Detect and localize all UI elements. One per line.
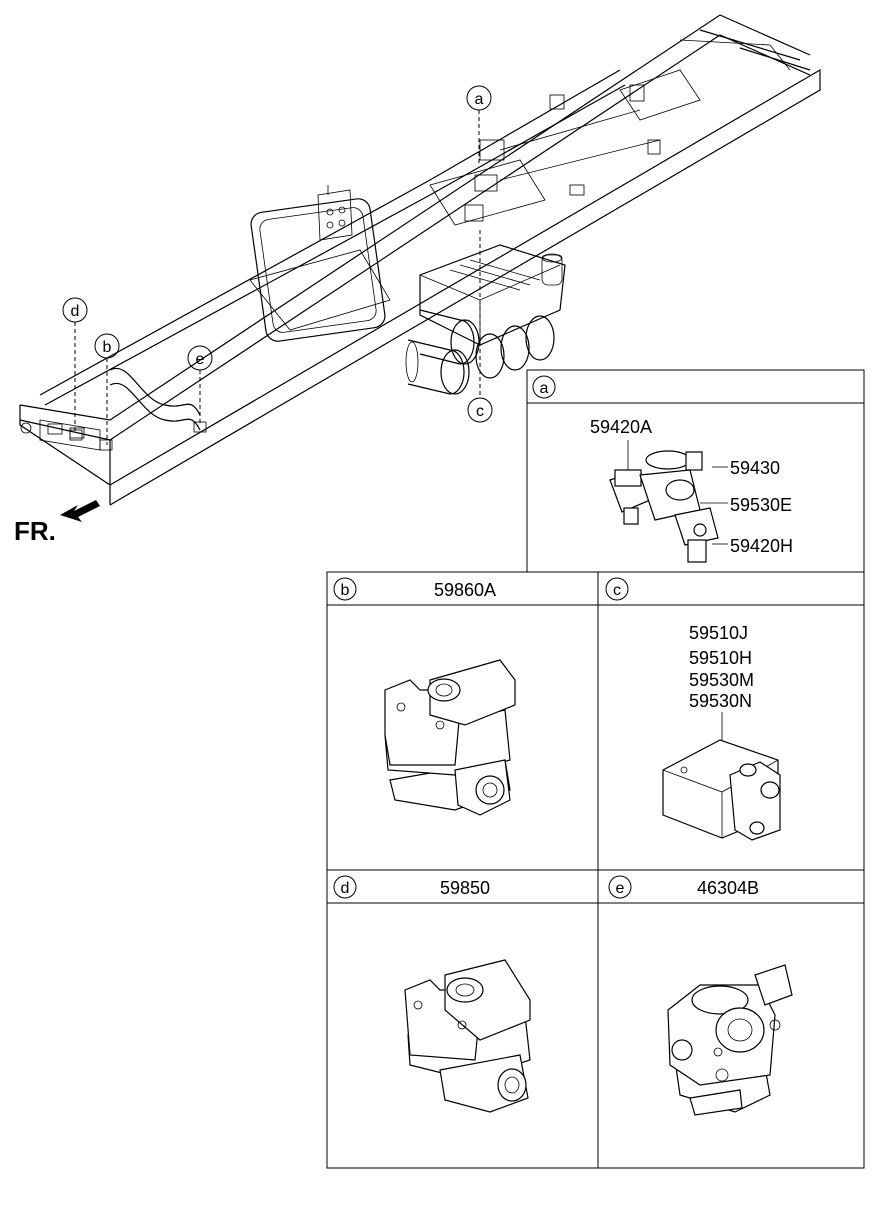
panel-c: c 59510J 59510H 59530M 59530N xyxy=(597,571,865,871)
quick-release-valve-drawing xyxy=(404,959,531,1113)
svg-text:a: a xyxy=(475,91,484,108)
valve-block-drawing xyxy=(662,739,781,841)
svg-text:b: b xyxy=(103,339,112,356)
svg-text:c: c xyxy=(613,582,621,599)
part-label-59850: 59850 xyxy=(440,878,490,898)
valve-assembly-drawing xyxy=(609,450,719,563)
svg-text:c: c xyxy=(476,403,484,420)
control-valve-drawing xyxy=(667,964,793,1116)
part-label-59420H: 59420H xyxy=(730,536,793,556)
part-label-59510H: 59510H xyxy=(689,648,752,668)
part-label-59510J: 59510J xyxy=(689,623,748,643)
part-label-46304B: 46304B xyxy=(697,878,759,898)
svg-text:d: d xyxy=(341,880,350,897)
svg-text:b: b xyxy=(341,582,350,599)
part-label-59530E: 59530E xyxy=(730,495,792,515)
part-label-59860A: 59860A xyxy=(434,580,496,600)
chassis-frame xyxy=(19,14,821,506)
callout-b: b xyxy=(94,333,120,359)
callout-d: d xyxy=(62,297,88,323)
svg-text:e: e xyxy=(196,351,205,368)
callout-c: c xyxy=(467,397,493,423)
callout-a: a xyxy=(466,85,492,111)
part-label-59430: 59430 xyxy=(730,458,780,478)
panel-d: d 59850 xyxy=(326,869,599,1169)
svg-text:FR.: FR. xyxy=(14,516,56,546)
part-label-59530N: 59530N xyxy=(689,691,752,711)
front-arrow-icon xyxy=(60,500,100,522)
part-label-59530M: 59530M xyxy=(689,670,754,690)
svg-text:d: d xyxy=(71,303,80,320)
part-label-59420A: 59420A xyxy=(590,417,652,437)
panel-e: e 46304B xyxy=(597,869,865,1169)
front-direction-indicator: FR. xyxy=(14,500,100,546)
callout-e: e xyxy=(187,345,213,371)
panel-b: b 59860A xyxy=(326,571,599,871)
svg-text:a: a xyxy=(540,380,549,397)
svg-text:e: e xyxy=(616,880,625,897)
panel-a: a 59420A 59430 59530E 59420H xyxy=(526,369,865,573)
relay-valve-drawing xyxy=(384,659,516,816)
